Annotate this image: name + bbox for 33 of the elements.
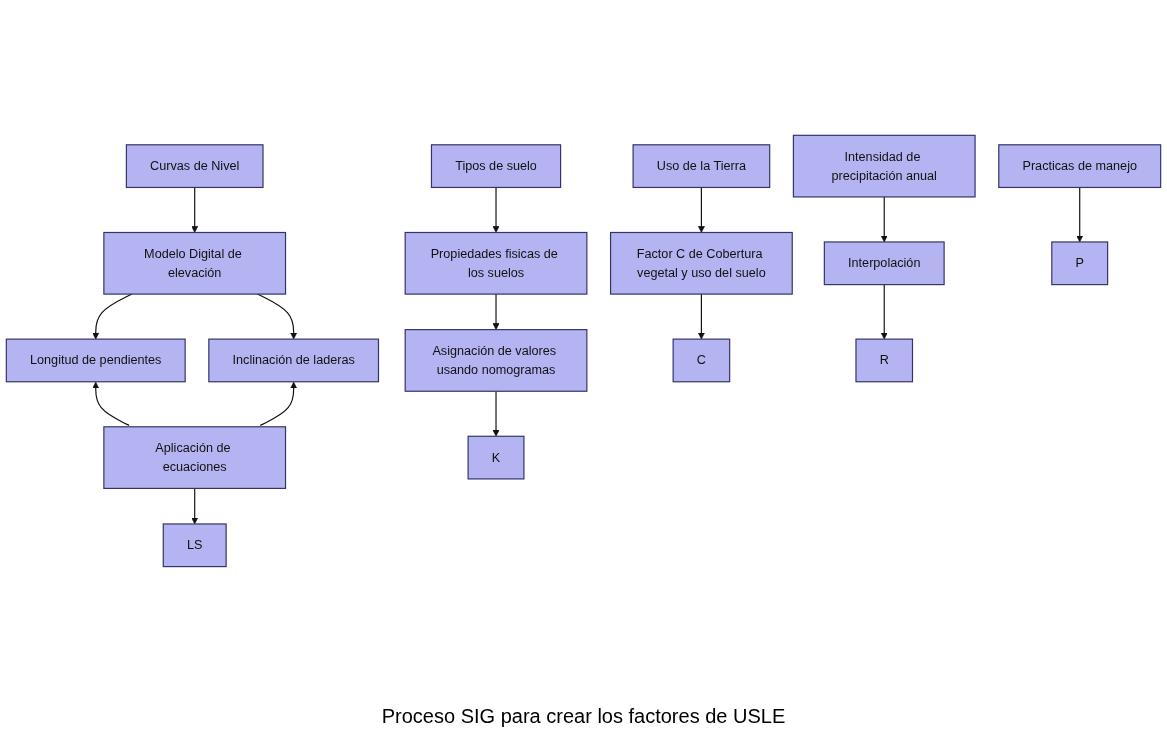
node-box: K: [467, 435, 525, 480]
arrow: [880, 283, 888, 339]
node-box: LS: [162, 522, 227, 567]
node-box: Factor C de Cobertura vegetal y uso del suelo: [609, 231, 793, 295]
node-box: R: [855, 338, 914, 382]
node-box: Aplicación de ecuaciones: [103, 425, 287, 489]
arrow: [259, 381, 298, 426]
arrow: [492, 293, 500, 330]
arrow: [1076, 186, 1084, 242]
arrow: [92, 293, 133, 339]
node-box: Curvas de Nivel: [125, 143, 264, 188]
arrow: [92, 381, 130, 426]
node-box: Interpolación: [823, 240, 945, 285]
node-box: C: [672, 338, 731, 382]
arrow: [256, 293, 298, 339]
node-box: Propiedades fisicas de los suelos: [404, 231, 588, 295]
arrow: [880, 195, 888, 242]
caption: Proceso SIG para crear los factores de USLE: [381, 704, 786, 729]
node-box: Longitud de pendientes: [5, 338, 186, 382]
arrow: [191, 186, 199, 233]
node-box: P: [1051, 240, 1109, 285]
arrow: [191, 487, 199, 524]
node-box: Modelo Digital de elevación: [103, 231, 287, 295]
arrow: [492, 186, 500, 233]
arrow: [697, 186, 705, 233]
arrow: [697, 293, 705, 339]
arrow: [492, 390, 500, 437]
node-box: Asignación de valores usando nomogramas: [404, 328, 588, 392]
node-box: Practicas de manejo: [998, 143, 1162, 188]
node-box: Uso de la Tierra: [632, 143, 771, 188]
node-box: Intensidad de precipitación anual: [792, 134, 976, 198]
node-box: Tipos de suelo: [430, 143, 562, 188]
node-box: Inclinación de laderas: [208, 338, 380, 382]
